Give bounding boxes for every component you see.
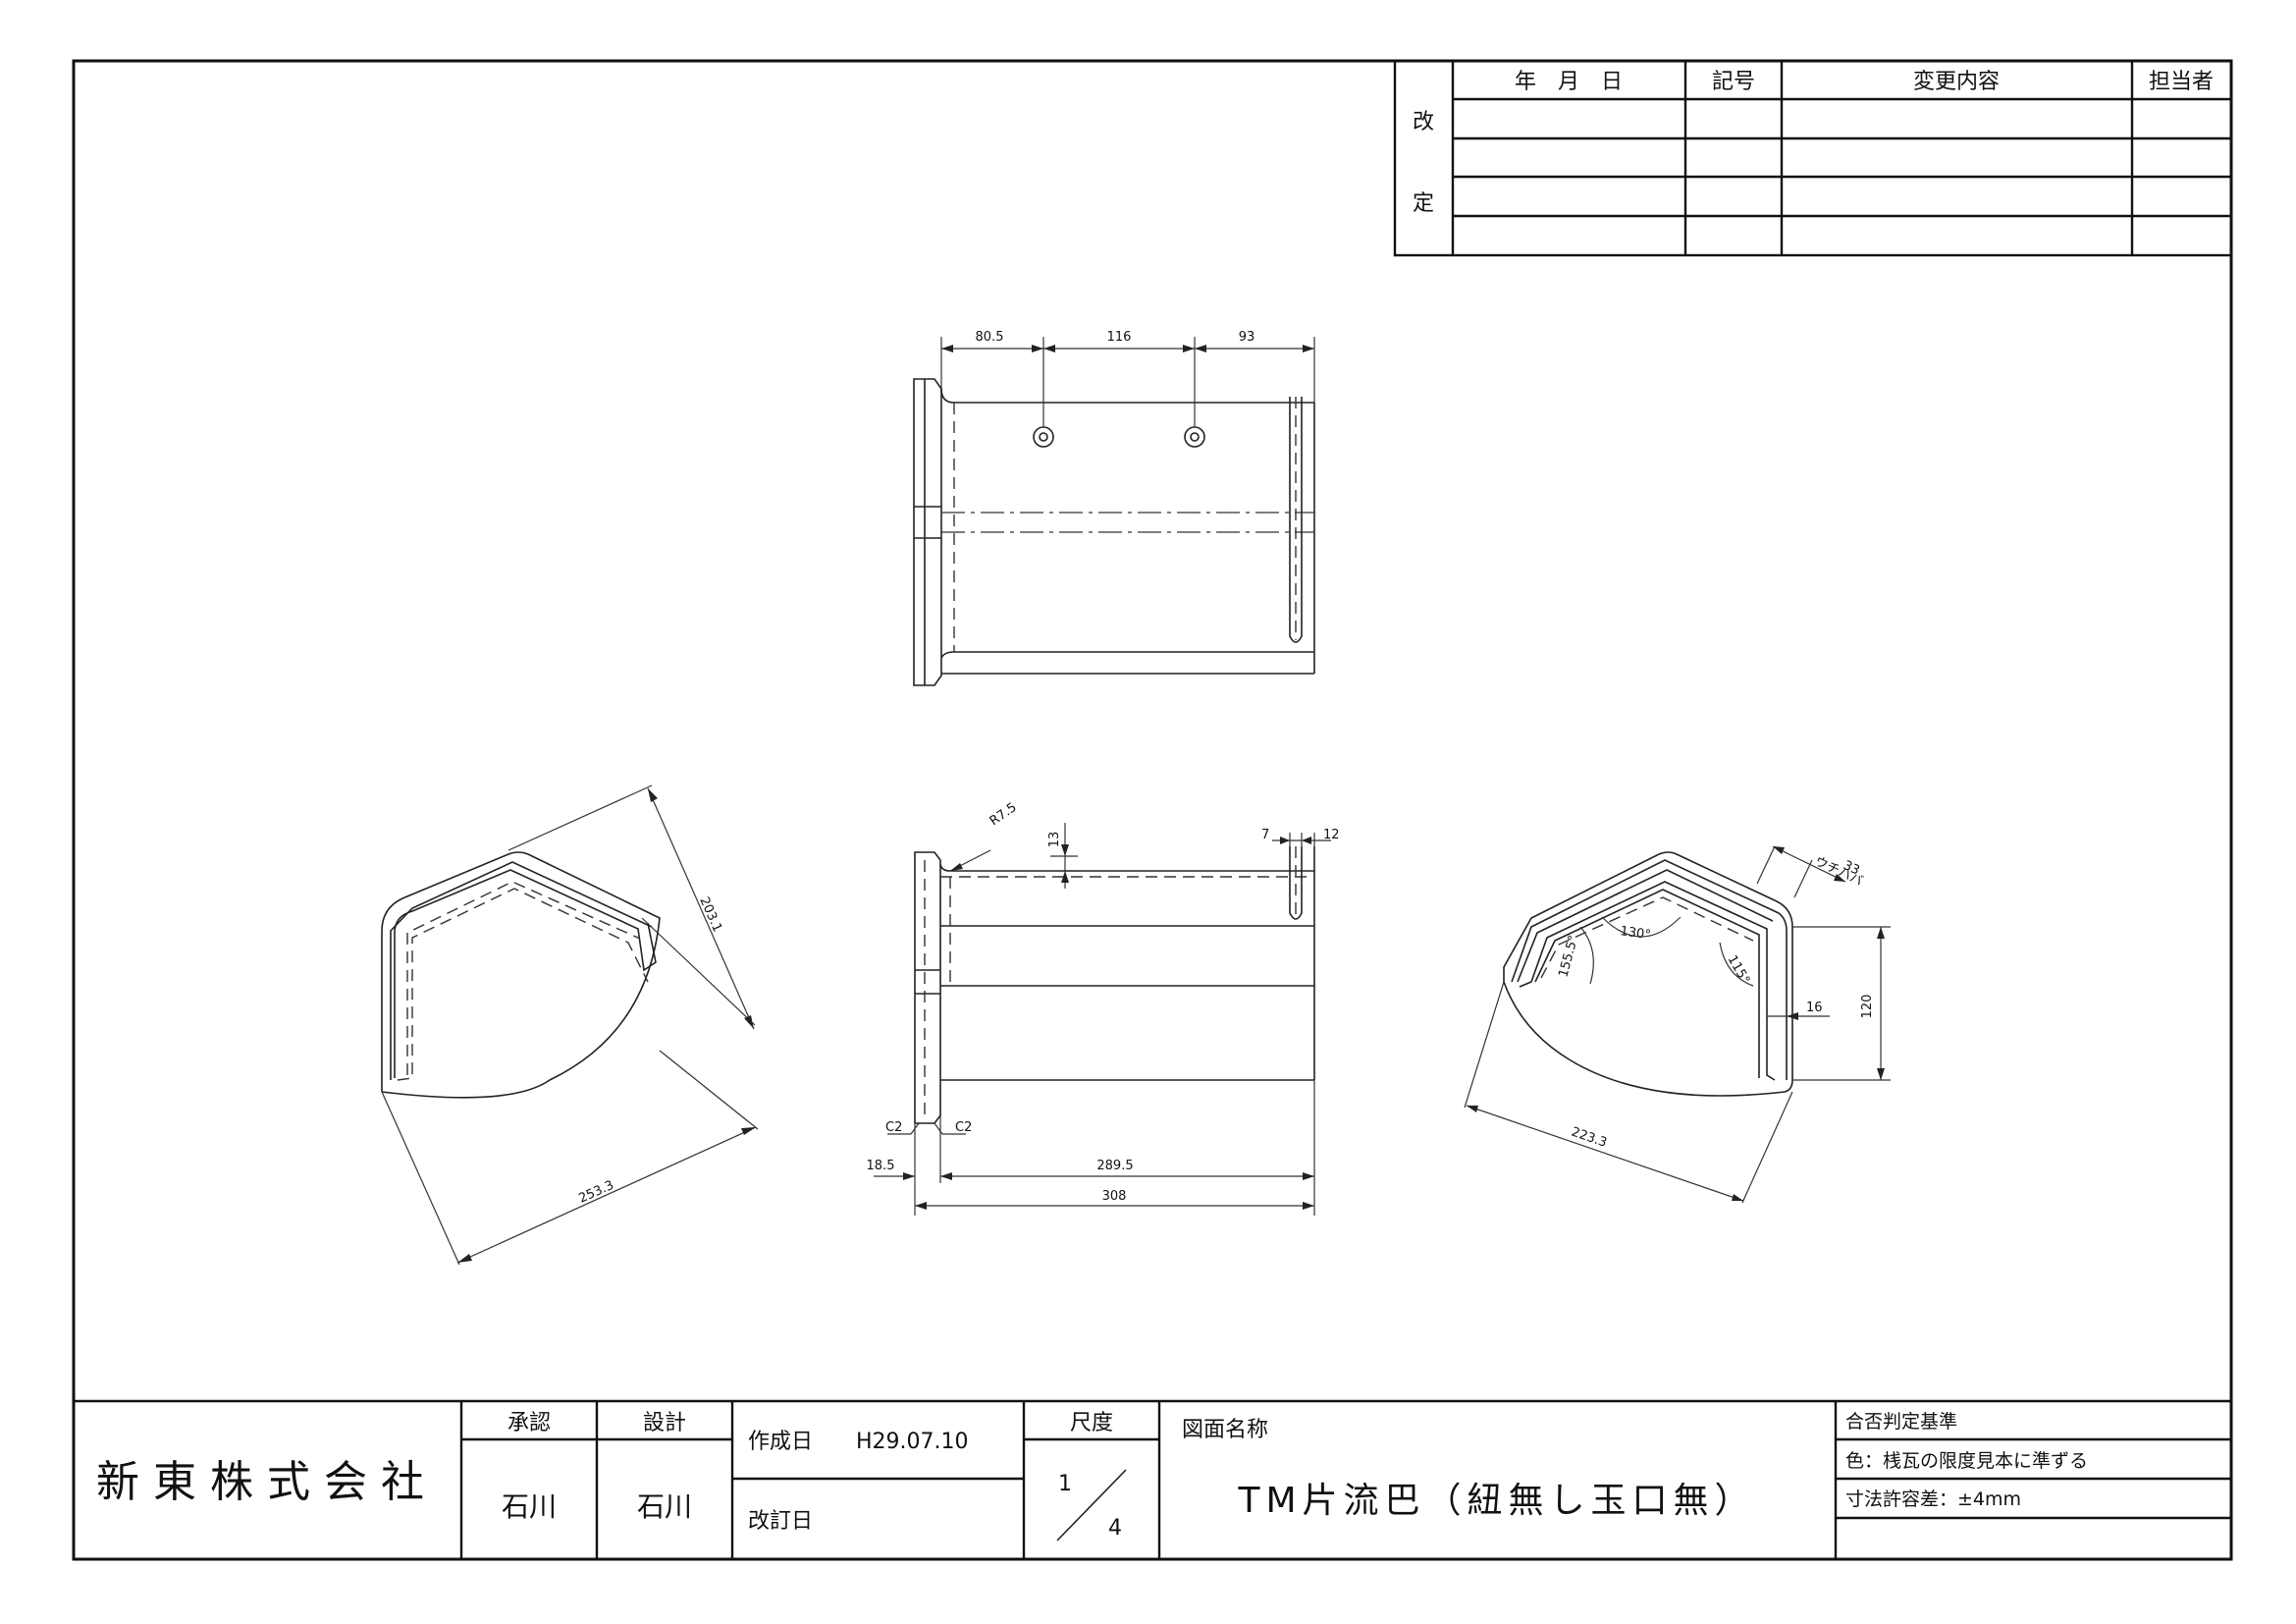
- dim-top-93: 93: [1239, 330, 1255, 345]
- dim-front-c2a: C2: [885, 1120, 902, 1135]
- drawing-name: TM片流巴（紐無し玉口無）: [1237, 1481, 1755, 1521]
- approval-label: 承認: [507, 1411, 551, 1435]
- hole-left: [1033, 426, 1054, 448]
- scale-numerator: 1: [1058, 1472, 1072, 1496]
- dim-front-c2b: C2: [955, 1120, 972, 1135]
- approval-name: 石川: [502, 1490, 557, 1523]
- dim-front-13: 13: [1047, 832, 1062, 848]
- dim-front-r: R7.5: [988, 800, 1020, 829]
- sheet-border: [72, 59, 2233, 1561]
- dim-right-115: 115°: [1725, 953, 1753, 988]
- dim-right-1555: 155.5°: [1556, 934, 1581, 979]
- dim-top-80: 80.5: [976, 330, 1004, 345]
- dim-left-203: 203.1: [696, 895, 724, 935]
- drawing-name-label: 図面名称: [1182, 1418, 1268, 1442]
- dim-front-185: 18.5: [867, 1159, 895, 1173]
- dim-left-253: 253.3: [577, 1178, 616, 1207]
- criteria-color: 色：桟瓦の限度見本に準ずる: [1845, 1450, 2088, 1472]
- dim-top-116: 116: [1107, 330, 1132, 345]
- revision-side-label-1: 改: [1413, 110, 1434, 135]
- left-section-view: 203.1 253.3: [381, 785, 759, 1266]
- revision-table: 改 定 年 月 日 記号 変更内容 担当者: [1393, 59, 2233, 257]
- dim-front-308: 308: [1102, 1189, 1127, 1204]
- revised-label: 改訂日: [748, 1509, 813, 1534]
- dim-front-7: 7: [1261, 828, 1269, 842]
- design-label: 設計: [643, 1411, 686, 1435]
- criteria-tolerance: 寸法許容差：±4mm: [1845, 1489, 2021, 1510]
- revision-header-content: 変更内容: [1913, 70, 2000, 94]
- dim-front-2895: 289.5: [1096, 1159, 1133, 1173]
- scale-divider: [1056, 1469, 1127, 1542]
- front-view: R7.5 13 7 12 C2 C2 18.5 289.5 308: [867, 800, 1340, 1216]
- company-name: 新東株式会社: [96, 1457, 438, 1507]
- created-date: H29.07.10: [856, 1430, 969, 1454]
- top-view: 80.5 116 93: [913, 330, 1315, 686]
- revision-header-mark: 記号: [1712, 70, 1755, 94]
- revision-header-date: 年 月 日: [1515, 70, 1623, 94]
- created-label: 作成日: [748, 1430, 813, 1454]
- hole-right: [1184, 426, 1205, 448]
- right-section-view: 130° 155.5° 115° 33 ウチハバ 16 120 223.3: [1464, 845, 1891, 1204]
- dim-right-130: 130°: [1619, 924, 1651, 943]
- scale-denominator: 4: [1108, 1516, 1122, 1541]
- revision-header-person: 担当者: [2149, 70, 2214, 94]
- design-name: 石川: [637, 1490, 692, 1523]
- dim-right-16: 16: [1806, 1001, 1823, 1015]
- dim-right-120: 120: [1860, 995, 1875, 1019]
- dim-front-12: 12: [1323, 828, 1340, 842]
- dim-right-2233: 223.3: [1570, 1125, 1609, 1151]
- criteria-label: 合否判定基準: [1845, 1411, 1957, 1433]
- revision-side-label-2: 定: [1413, 191, 1434, 216]
- scale-label: 尺度: [1070, 1411, 1113, 1435]
- dim-right-33: 33: [1841, 858, 1861, 879]
- title-block: 新東株式会社 承認 石川 設計 石川 作成日 H29.07.10 改訂日 尺度 …: [74, 1399, 2231, 1559]
- dim-right-side: ウチハバ: [1812, 854, 1864, 890]
